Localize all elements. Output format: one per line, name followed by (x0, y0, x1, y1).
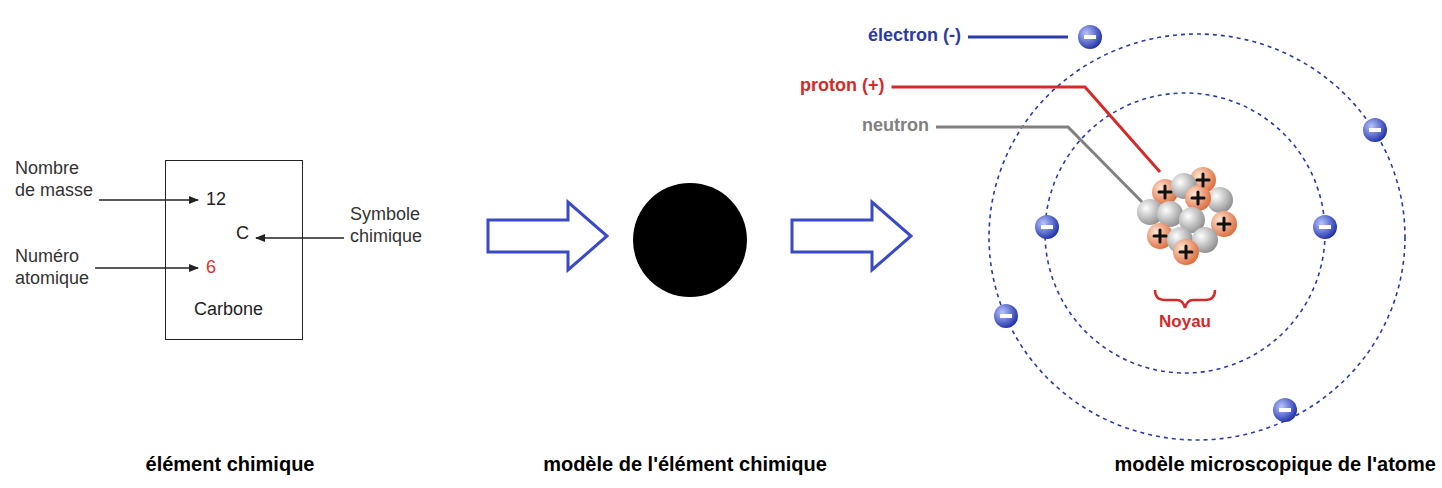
pointer-label: Nombre de masse (15, 158, 99, 201)
brace (1155, 290, 1215, 308)
part-label: neutron (862, 115, 929, 137)
nucleus (1137, 167, 1237, 265)
hollow-arrow (792, 202, 911, 270)
hollow-arrow (488, 202, 607, 270)
chemical-symbol: C (236, 223, 249, 245)
caption-text: élément chimique (146, 452, 315, 476)
part-label: proton (+) (800, 75, 884, 97)
element-model (633, 183, 747, 297)
leader-line (936, 127, 1145, 205)
electrons (994, 25, 1387, 422)
pointer-label: Symbole chimique (350, 204, 434, 247)
pointer-arrow (99, 199, 198, 201)
part-label: électron (-) (868, 25, 961, 47)
pointer-arrow (95, 267, 198, 269)
pointer-label: Numéro atomique (15, 246, 99, 289)
element-box: 12C6Carbone (165, 160, 303, 340)
leader-line (968, 36, 1068, 39)
element-name: Carbone (194, 299, 263, 321)
orbit (1045, 93, 1325, 373)
pointer-arrow (256, 237, 344, 239)
caption-text: modèle de l'élément chimique (543, 452, 827, 476)
atomic-number: 6 (206, 257, 216, 279)
leader-line (891, 87, 1160, 172)
part-label: Noyau (1159, 312, 1211, 332)
caption-text: modèle microscopique de l'atome (1114, 452, 1436, 476)
orbit (989, 34, 1405, 440)
mass-number: 12 (206, 189, 226, 211)
